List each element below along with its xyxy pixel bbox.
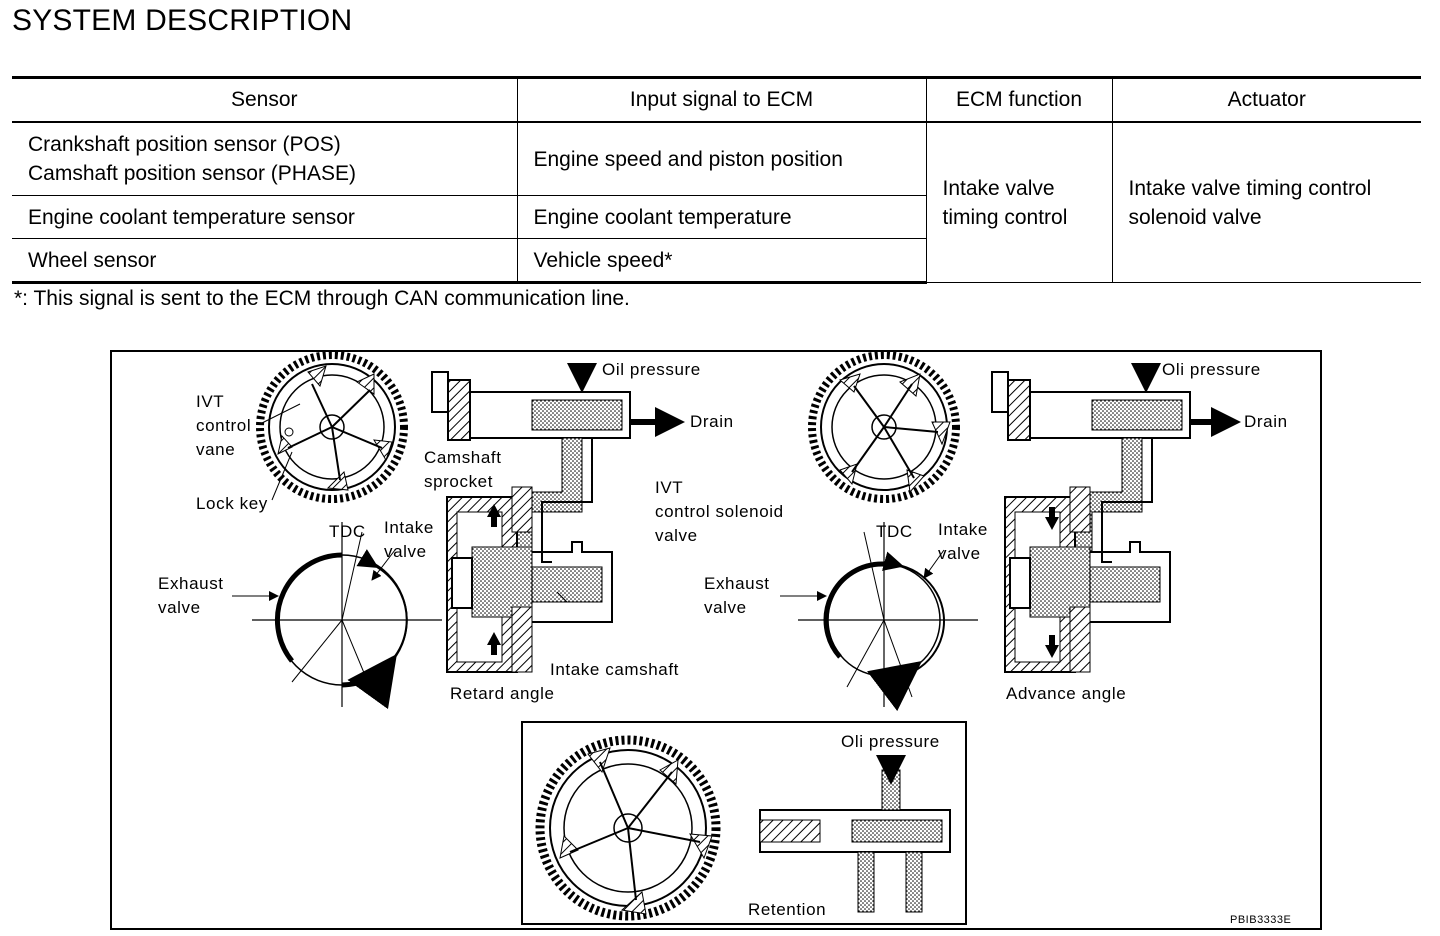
ecm-function-cell: Intake valve timing control (925, 122, 1112, 283)
right-exhaust-valve-label: Exhaust valve (704, 574, 770, 617)
camshaft-sprocket-label: Camshaft sprocket (424, 448, 502, 491)
right-drain-label: Drain (1244, 412, 1288, 431)
intake-camshaft-label: Intake camshaft (550, 660, 680, 679)
table-row: Wheel sensor Vehicle speed* (12, 238, 1421, 284)
left-exhaust-valve-label: Exhaust valve (158, 574, 224, 617)
left-intake-valve-label: Intake valve (384, 518, 434, 561)
input-signal-cell: Vehicle speed* (516, 238, 926, 284)
right-oil-pressure-label: Oli pressure (1162, 360, 1261, 379)
retention-oil-pressure-label: Oli pressure (841, 732, 940, 751)
right-phaser-section (1004, 486, 1171, 673)
advance-angle-caption: Advance angle (1006, 684, 1127, 703)
figure-code: PBIB3333E (1230, 914, 1292, 926)
actuator-cell: Intake valve timing control solenoid val… (1111, 122, 1421, 283)
retention-solenoid (759, 755, 951, 913)
left-timing-circle (232, 522, 442, 710)
header-actuator: Actuator (1111, 76, 1421, 123)
system-description-table: Sensor Input signal to ECM ECM function … (12, 76, 1421, 284)
lock-key-label: Lock key (196, 494, 268, 513)
right-intake-valve-label: Intake valve (938, 520, 988, 563)
left-drain-label: Drain (690, 412, 734, 431)
retention-caption: Retention (748, 900, 827, 919)
retard-angle-caption: Retard angle (450, 684, 555, 703)
sensor-cell: Wheel sensor (12, 238, 517, 284)
sensor-cell: Crankshaft position sensor (POS) Camshaf… (12, 122, 517, 196)
input-signal-cell: Engine coolant temperature (516, 195, 926, 239)
ivt-diagram-drawing (232, 352, 1241, 925)
left-oil-pressure-label: Oil pressure (602, 360, 701, 379)
table-row: Crankshaft position sensor (POS) Camshaf… (12, 122, 1421, 283)
right-tdc-label: TDC (876, 522, 913, 541)
header-sensor: Sensor (12, 76, 517, 123)
ivt-control-solenoid-valve-label: IVT control solenoid valve (655, 478, 784, 545)
left-tdc-label: TDC (329, 522, 366, 541)
table-row: Engine coolant temperature sensor Engine… (12, 195, 1421, 239)
input-signal-cell: Engine speed and piston position (516, 122, 926, 196)
left-phaser-section (446, 486, 613, 673)
right-timing-circle (780, 522, 978, 712)
header-input-signal: Input signal to ECM (516, 76, 926, 123)
retention-sprocket (535, 735, 721, 921)
left-sprocket (256, 352, 408, 503)
ivt-diagram: IVT control vane Lock key Oil pressure D… (110, 350, 1322, 930)
page-title: SYSTEM DESCRIPTION (12, 4, 353, 37)
ivt-control-vane-label: IVT control vane (196, 392, 252, 459)
retention-frame (521, 721, 967, 925)
header-ecm-function: ECM function (925, 76, 1112, 123)
sensor-cell: Engine coolant temperature sensor (12, 195, 517, 239)
right-sprocket (808, 352, 960, 503)
footnote: *: This signal is sent to the ECM throug… (14, 287, 630, 310)
